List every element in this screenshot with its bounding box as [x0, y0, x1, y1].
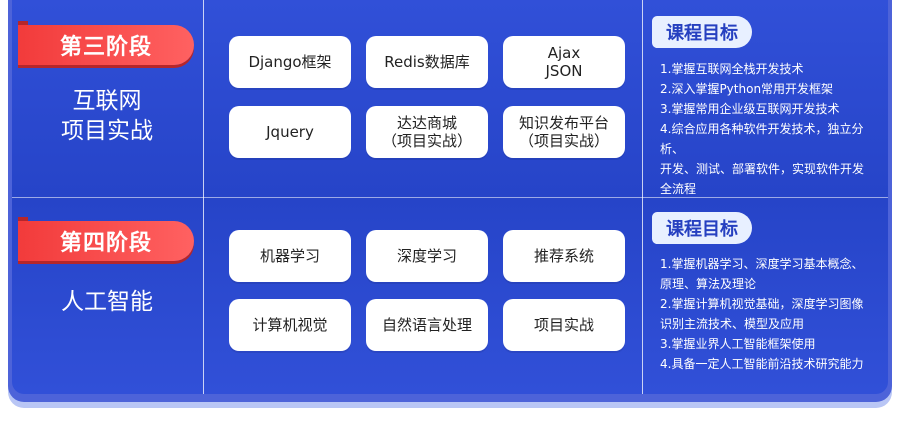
stage4-title: 人工智能: [61, 289, 153, 315]
stage3-pill-django: Django框架: [229, 36, 351, 88]
stage4-goal-list: 1.掌握机器学习、深度学习基本概念、 原理、算法及理论 2.掌握计算机视觉基础，…: [660, 254, 888, 374]
stage4-pill-recommender: 推荐系统: [503, 230, 625, 282]
goal-item: 3.掌握业界人工智能框架使用: [660, 337, 816, 351]
stage3-badge: 第三阶段: [18, 21, 194, 65]
row-divider: [12, 197, 888, 198]
curriculum-card: 第三阶段 互联网 项目实战 Django框架 Redis数据库 Ajax JSO…: [12, 0, 888, 394]
stage3-pill-redis: Redis数据库: [366, 36, 488, 88]
stage4-pill-deep-learning: 深度学习: [366, 230, 488, 282]
stage4-pill-nlp: 自然语言处理: [366, 299, 488, 351]
stage3-pill-ajax-json: Ajax JSON: [503, 36, 625, 88]
stage3-goal-list: 1.掌握互联网全栈开发技术 2.深入掌握Python常用开发框架 3.掌握常用企…: [660, 59, 888, 199]
goal-item: 全流程: [660, 182, 697, 196]
goal-item: 4.具备一定人工智能前沿技术研究能力: [660, 357, 864, 371]
stage3-goal-title: 课程目标: [652, 16, 752, 48]
goal-item: 2.掌握计算机视觉基础，深度学习图像: [660, 297, 864, 311]
goal-item: 2.深入掌握Python常用开发框架: [660, 82, 834, 96]
stage4-badge: 第四阶段: [18, 217, 194, 261]
stage4-pill-machine-learning: 机器学习: [229, 230, 351, 282]
goal-item: 开发、测试、部署软件，实现软件开发: [660, 162, 865, 176]
stage4-pill-project: 项目实战: [503, 299, 625, 351]
goal-item: 原理、算法及理论: [660, 277, 757, 291]
goal-item: 识别主流技术、模型及应用: [660, 317, 805, 331]
goal-item: 析、: [660, 142, 685, 156]
stage4-goal-title: 课程目标: [652, 212, 752, 244]
stage3-title: 互联网 项目实战: [61, 88, 153, 144]
stage3-pill-dada-mall: 达达商城 （项目实战）: [366, 106, 488, 158]
stage3-pill-jquery: Jquery: [229, 106, 351, 158]
stage3-pill-knowledge-platform: 知识发布平台 （项目实战）: [503, 106, 625, 158]
goal-item: 1.掌握机器学习、深度学习基本概念、: [660, 257, 864, 271]
goal-item: 4.综合应用各种软件开发技术，独立分: [660, 122, 864, 136]
goal-item: 3.掌握常用企业级互联网开发技术: [660, 102, 840, 116]
stage4-pill-computer-vision: 计算机视觉: [229, 299, 351, 351]
goal-item: 1.掌握互联网全栈开发技术: [660, 62, 804, 76]
